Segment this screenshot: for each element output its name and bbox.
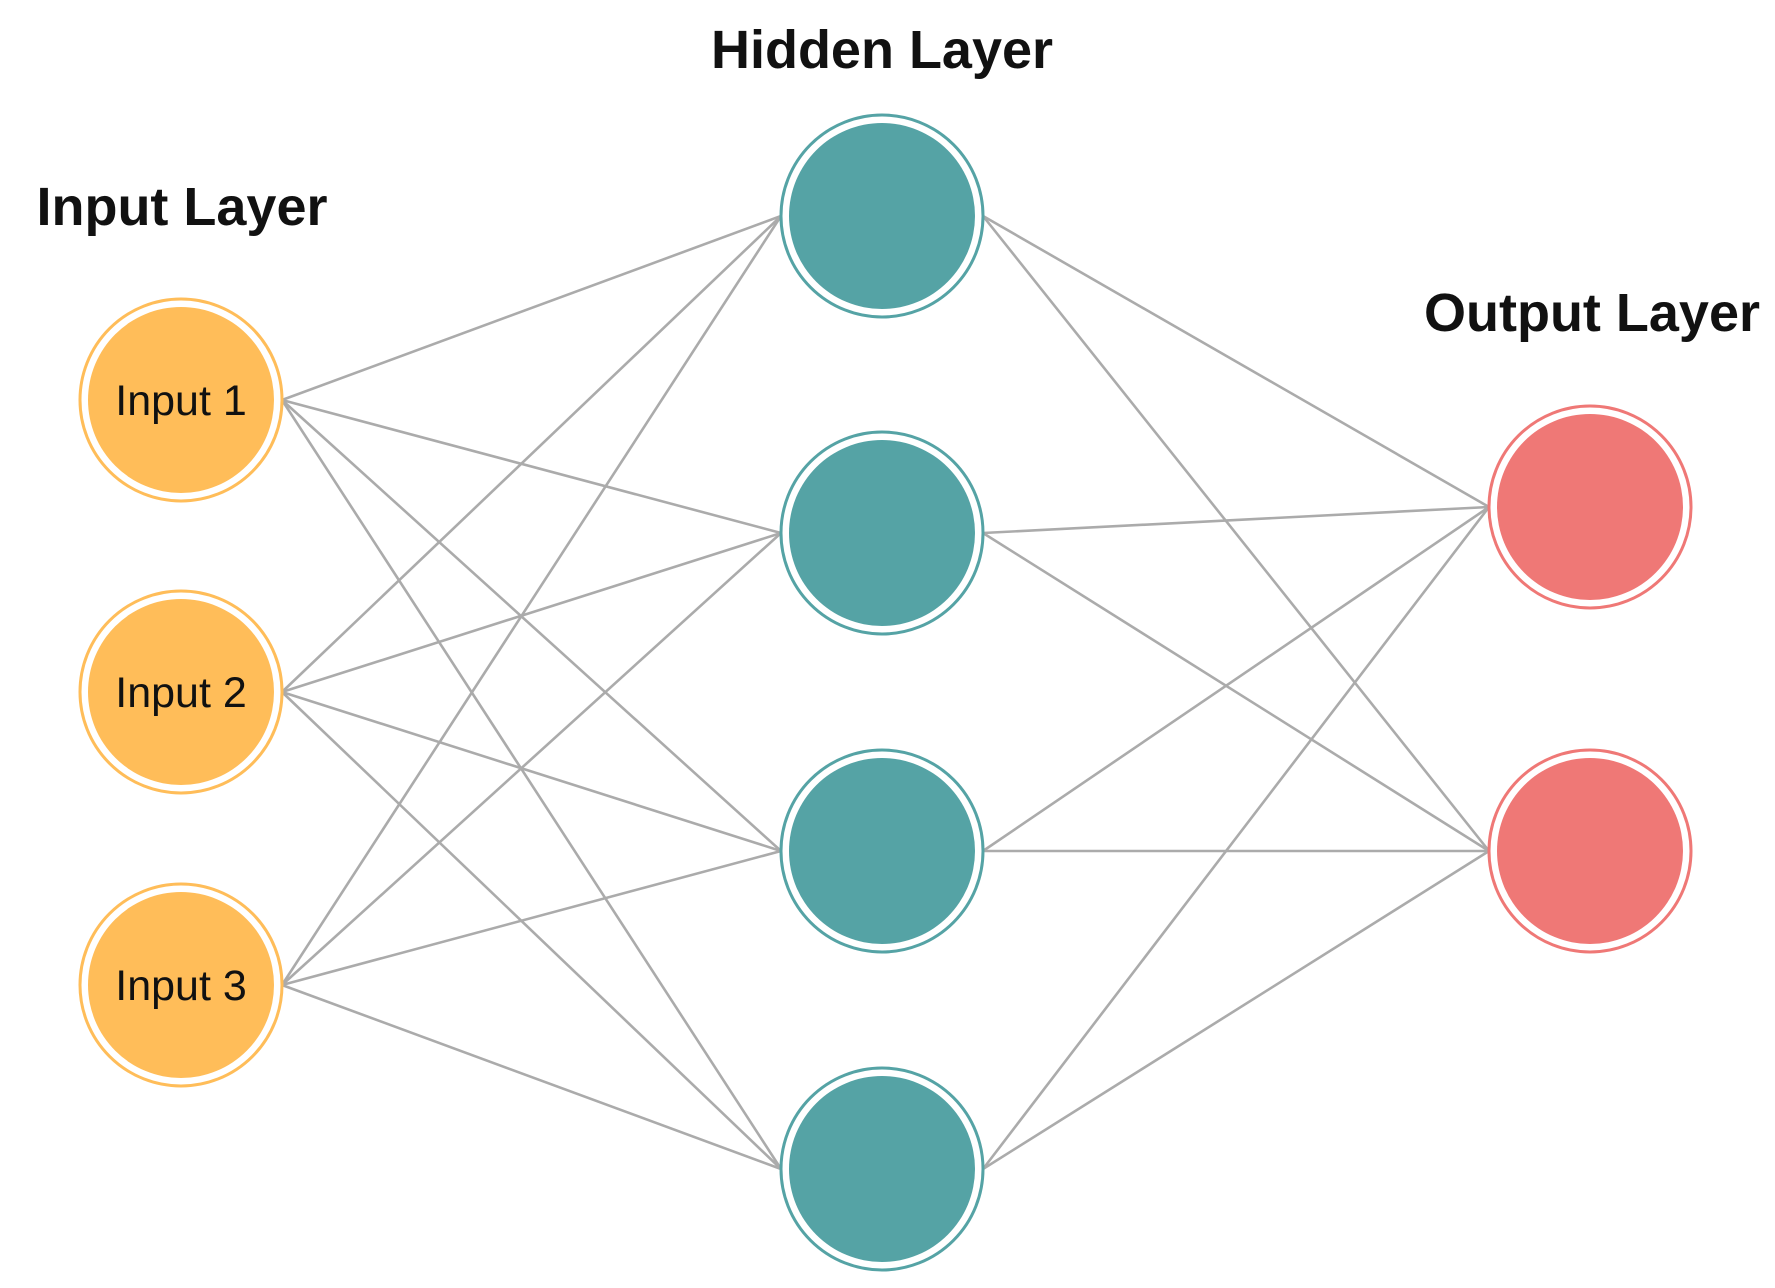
input-node-2-fill — [88, 599, 274, 785]
nodes: Input 1 Input 2 Input 3 — [78, 113, 1693, 1272]
input-node-2: Input 2 — [78, 589, 284, 795]
input-node-2-label: Input 2 — [115, 669, 247, 717]
input-node-3-label: Input 3 — [115, 962, 247, 1010]
hidden-node-3 — [779, 748, 985, 954]
edge-hidden4-output2 — [982, 849, 1490, 1171]
hidden-node-1-fill — [789, 123, 975, 309]
edge-hidden3-output1 — [982, 505, 1490, 853]
output-layer-title: Output Layer — [1424, 283, 1760, 343]
input-node-1-label: Input 1 — [115, 377, 247, 425]
edge-input3-hidden1 — [280, 215, 783, 986]
input-node-1-fill — [88, 307, 274, 493]
input-node-3-fill — [88, 892, 274, 1078]
hidden-node-2 — [779, 430, 985, 636]
output-node-1-fill — [1497, 414, 1683, 600]
hidden-layer-title: Hidden Layer — [711, 20, 1053, 80]
edge-input3-hidden2 — [281, 532, 782, 986]
hidden-node-1 — [779, 113, 985, 319]
input-node-1: Input 1 — [78, 297, 284, 503]
edge-hidden2-output1 — [982, 505, 1490, 535]
output-node-2-fill — [1497, 758, 1683, 944]
edge-input2-hidden3 — [281, 690, 782, 853]
hidden-node-2-fill — [789, 440, 975, 626]
hidden-node-3-fill — [789, 758, 975, 944]
edge-input1-hidden1 — [281, 214, 782, 402]
input-node-3: Input 3 — [78, 882, 284, 1088]
edge-input2-hidden4 — [281, 691, 782, 1170]
edge-input1-hidden4 — [280, 399, 783, 1170]
output-node-2 — [1487, 748, 1693, 954]
hidden-node-4-fill — [789, 1076, 975, 1262]
edge-input1-hidden2 — [281, 398, 782, 535]
edge-input2-hidden2 — [281, 531, 782, 694]
edge-hidden4-output1 — [981, 506, 1491, 1170]
edge-input3-hidden3 — [281, 849, 782, 987]
edge-hidden1-output2 — [981, 215, 1491, 852]
edge-input2-hidden1 — [281, 215, 782, 693]
edge-hidden2-output2 — [982, 531, 1490, 853]
edge-input1-hidden3 — [281, 399, 782, 852]
input-layer-title: Input Layer — [36, 177, 327, 237]
hidden-node-4 — [779, 1066, 985, 1272]
edge-hidden1-output1 — [982, 214, 1490, 509]
edge-input3-hidden4 — [281, 983, 782, 1171]
connections — [280, 214, 1491, 1171]
output-node-1 — [1487, 404, 1693, 610]
